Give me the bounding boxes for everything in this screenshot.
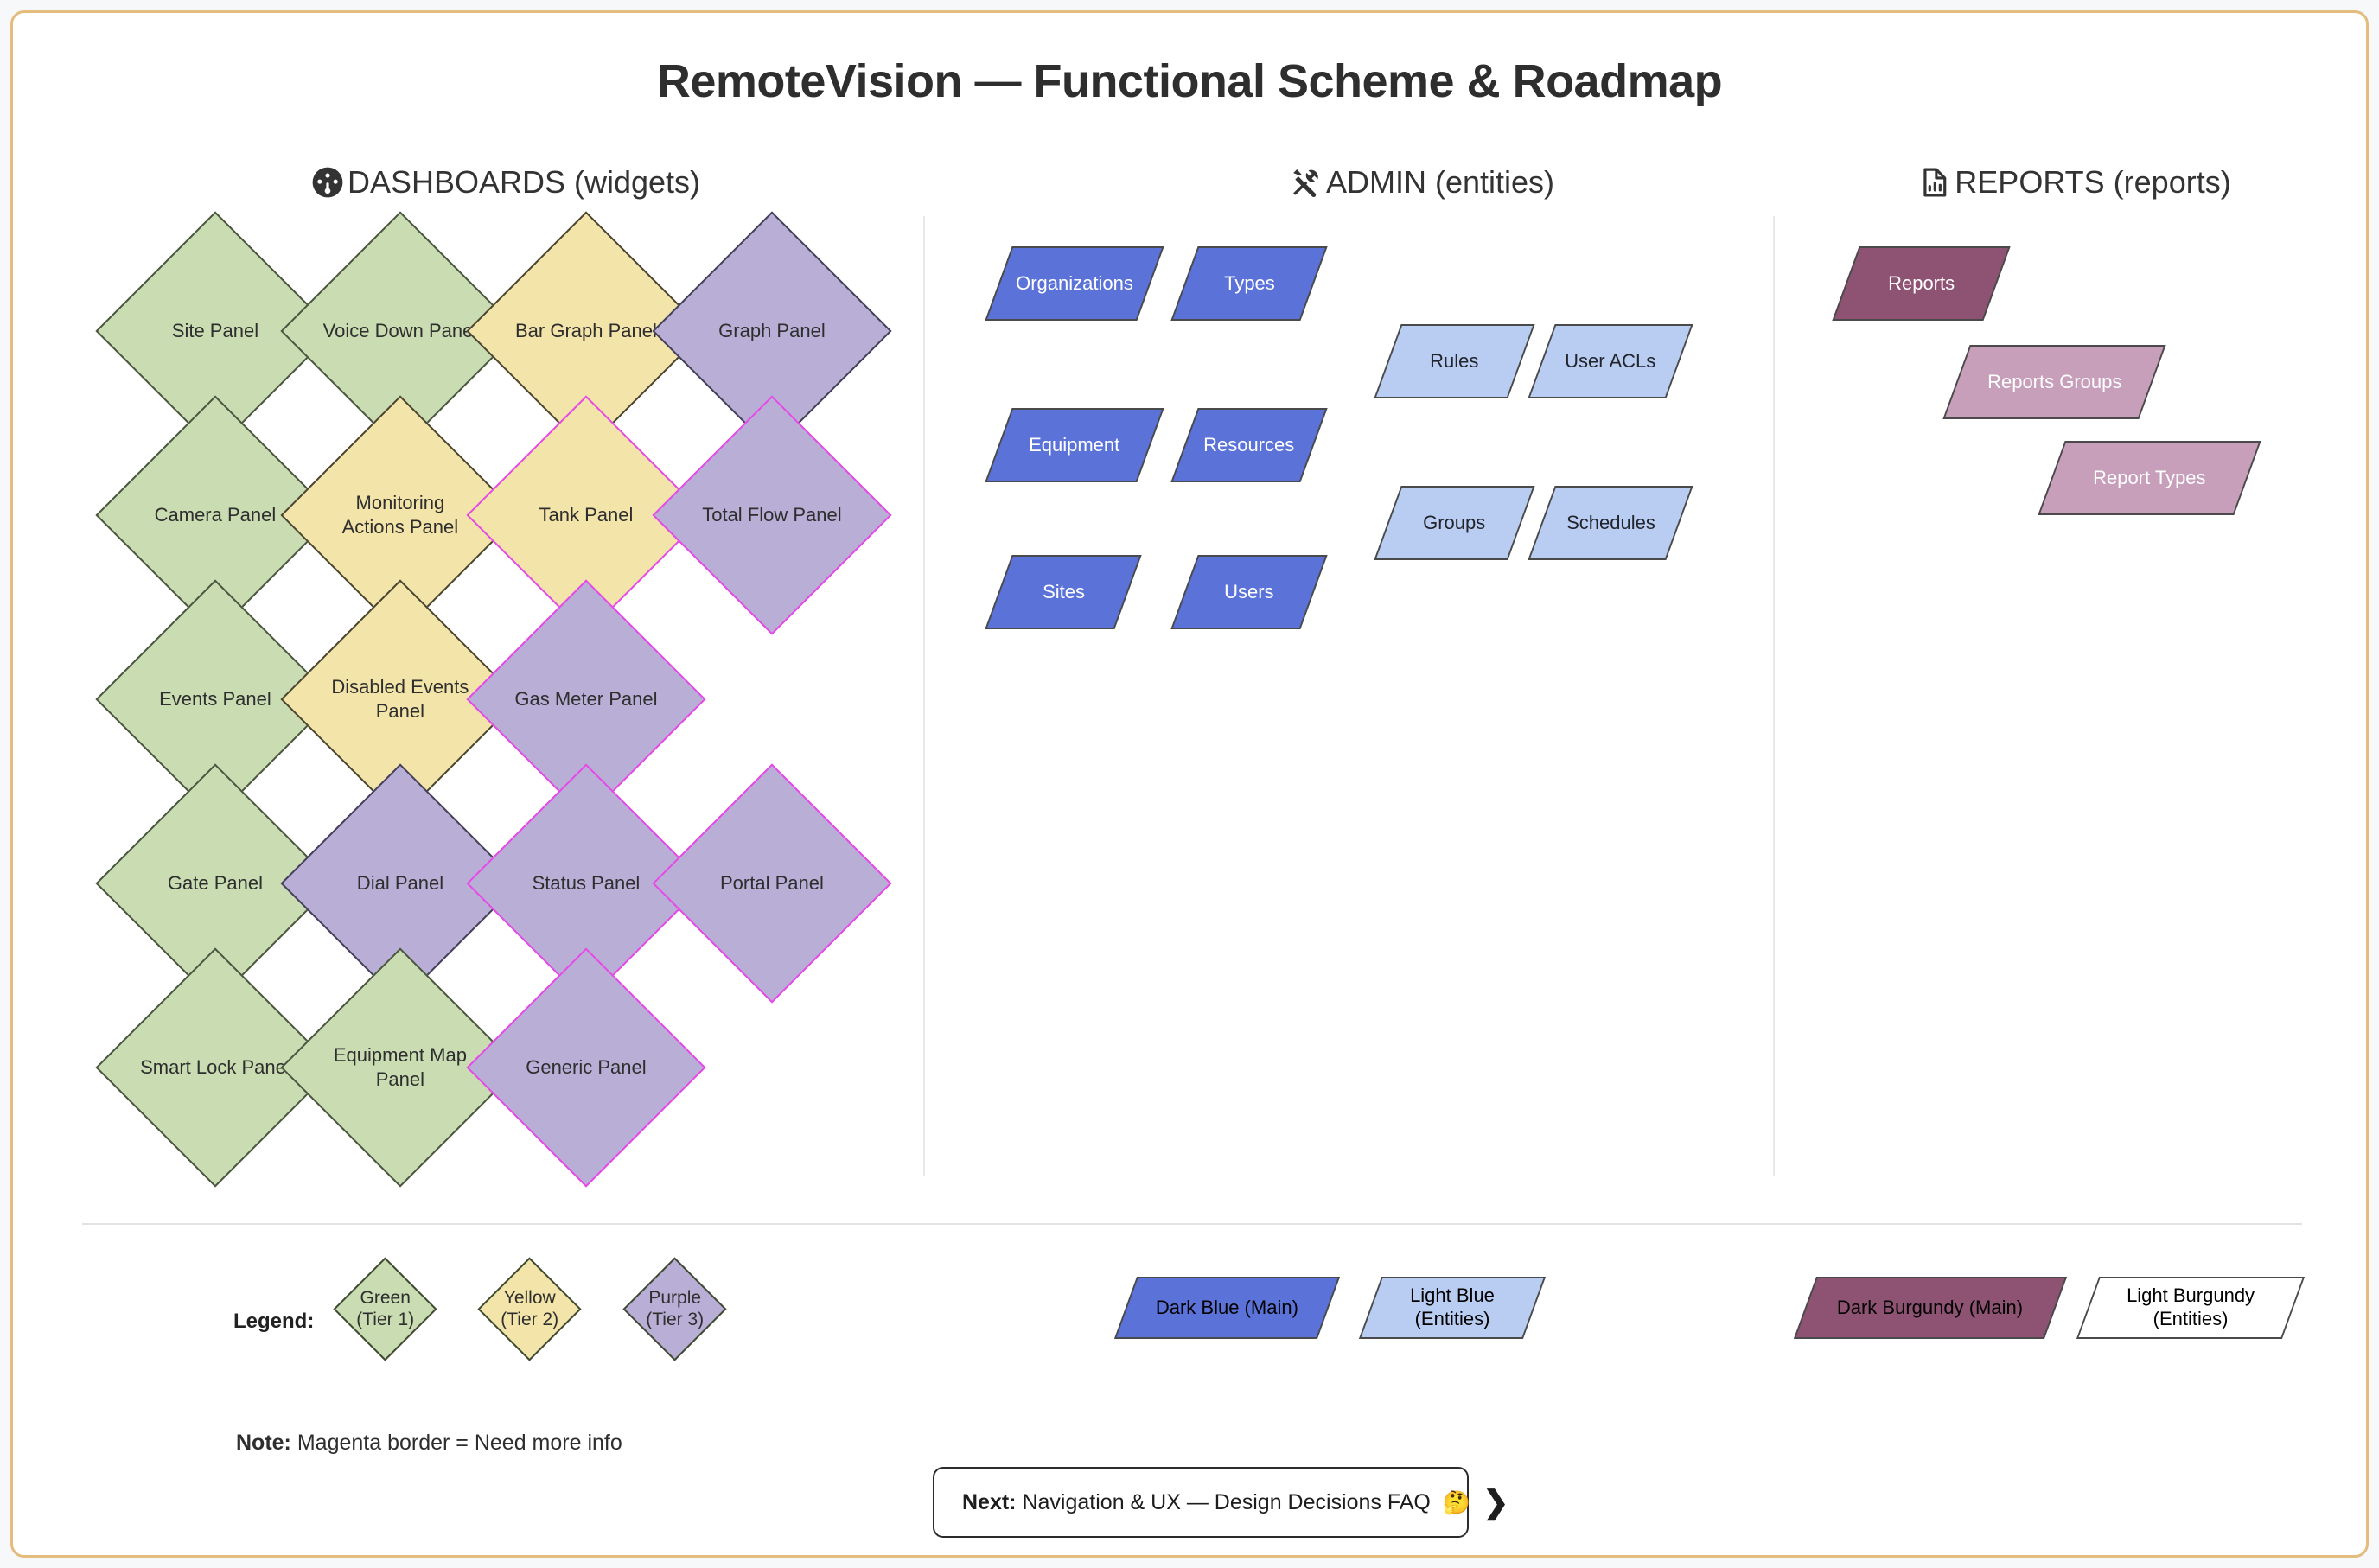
- panel-diamond-label: Events Panel: [159, 687, 271, 710]
- entity-label: Rules: [1430, 350, 1479, 373]
- legend-diamond-label: Green (Tier 1): [356, 1288, 414, 1330]
- panel-diamond-label: Site Panel: [171, 319, 259, 341]
- legend-parallelogram-label: Light Blue (Entities): [1410, 1284, 1495, 1329]
- panel-diamond-label: Gas Meter Panel: [514, 687, 658, 710]
- legend-diamond: Purple (Tier 3): [622, 1257, 727, 1361]
- diagram-card: RemoteVision — Functional Scheme & Roadm…: [10, 10, 2369, 1558]
- entity-label: Sites: [1042, 581, 1085, 603]
- entity-parallelogram[interactable]: Schedules: [1528, 486, 1693, 560]
- legend-parallelogram-label: Light Burgundy (Entities): [2127, 1284, 2255, 1329]
- legend-parallelogram: Light Burgundy (Entities): [2076, 1277, 2306, 1339]
- page-title: RemoteVision — Functional Scheme & Roadm…: [656, 55, 1723, 107]
- entity-label: Schedules: [1566, 512, 1655, 534]
- next-body: Navigation & UX — Design Decisions FAQ: [1022, 1489, 1431, 1514]
- panel-diamond-label: Camera Panel: [154, 503, 277, 526]
- entity-parallelogram[interactable]: Reports Groups: [1942, 345, 2166, 419]
- entity-label: Organizations: [1016, 272, 1133, 295]
- next-button[interactable]: Next: Navigation & UX — Design Decisions…: [933, 1467, 1508, 1538]
- panel-diamond-label: Voice Down Panel: [322, 319, 478, 341]
- report-document-icon: [1918, 166, 1951, 199]
- column-divider-2: [1773, 216, 1775, 1176]
- entity-label: Resources: [1203, 434, 1295, 456]
- column-header-admin: ADMIN (entities): [1137, 164, 1707, 201]
- panel-diamond-label: Graph Panel: [718, 319, 826, 341]
- legend-parallelogram-label: Dark Burgundy (Main): [1837, 1296, 2024, 1318]
- legend-diamond-label: Yellow (Tier 2): [501, 1288, 558, 1330]
- entity-parallelogram[interactable]: Groups: [1374, 486, 1535, 560]
- panel-diamond-label: Tank Panel: [539, 503, 634, 526]
- diamond-row: Smart Lock Panel Equipment Map Panel Gener…: [95, 947, 869, 1188]
- footer-divider: [82, 1223, 2302, 1225]
- legend-parallelogram-label: Dark Blue (Main): [1155, 1296, 1299, 1318]
- entity-parallelogram[interactable]: Reports: [1832, 246, 2011, 321]
- panel-diamond[interactable]: Portal Panel: [652, 763, 892, 1004]
- columns-region: DASHBOARDS (widgets) ADMIN (entities): [13, 164, 2366, 1193]
- note-prefix: Note:: [236, 1431, 291, 1455]
- next-button-text: Next: Navigation & UX — Design Decisions…: [962, 1490, 1431, 1515]
- column-title-reports: REPORTS (reports): [1955, 164, 2231, 200]
- panel-diamond-label: Gate Panel: [167, 871, 264, 894]
- legend-diamond-label: Purple (Tier 3): [646, 1288, 704, 1330]
- entity-parallelogram[interactable]: User ACLs: [1528, 324, 1693, 398]
- entity-label: Users: [1224, 581, 1274, 603]
- panel-diamond-label: Dial Panel: [356, 871, 444, 894]
- column-header-reports: REPORTS (reports): [1807, 164, 2343, 201]
- panel-diamond[interactable]: Total Flow Panel: [652, 395, 892, 635]
- panel-diamond-label: Disabled Events Panel: [331, 675, 469, 722]
- panel-diamond[interactable]: Generic Panel: [466, 947, 706, 1188]
- entity-parallelogram[interactable]: Equipment: [985, 408, 1164, 482]
- column-divider-1: [923, 216, 925, 1176]
- panel-diamond-label: Status Panel: [532, 871, 641, 894]
- entity-label: Report Types: [2093, 467, 2206, 489]
- legend-parallelogram: Dark Burgundy (Main): [1793, 1277, 2068, 1339]
- panel-diamond-label: Smart Lock Panel: [140, 1055, 290, 1078]
- legend-parallelogram: Light Blue (Entities): [1358, 1277, 1547, 1339]
- entity-parallelogram[interactable]: Organizations: [985, 246, 1164, 321]
- entity-parallelogram[interactable]: Types: [1170, 246, 1328, 321]
- gauge-icon: [311, 166, 344, 199]
- thinking-face-emoji: 🤔: [1442, 1488, 1471, 1515]
- column-title-admin: ADMIN (entities): [1325, 164, 1555, 200]
- panel-diamond-label: Monitoring Actions Panel: [341, 491, 459, 538]
- entity-label: Types: [1223, 272, 1275, 295]
- legend-diamond: Green (Tier 1): [333, 1257, 437, 1361]
- next-prefix: Next:: [962, 1489, 1017, 1514]
- column-title-dashboards: DASHBOARDS (widgets): [347, 164, 701, 200]
- entity-parallelogram[interactable]: Users: [1170, 555, 1328, 629]
- tools-icon: [1290, 166, 1323, 199]
- entity-label: Groups: [1423, 512, 1486, 534]
- legend-diamond: Yellow (Tier 2): [477, 1257, 582, 1361]
- entity-label: Reports Groups: [1987, 371, 2122, 393]
- panel-diamond-label: Equipment Map Panel: [333, 1043, 468, 1090]
- chevron-right-icon: ❯: [1483, 1484, 1509, 1520]
- panel-diamond-label: Bar Graph Panel: [515, 319, 657, 341]
- legend-label: Legend:: [233, 1310, 315, 1333]
- legend: Legend: Green (Tier 1) Yellow (Tier 2) Pur…: [13, 1257, 2366, 1387]
- entity-parallelogram[interactable]: Sites: [985, 555, 1142, 629]
- note-body: Magenta border = Need more info: [297, 1431, 622, 1455]
- entity-label: Reports: [1887, 272, 1955, 295]
- entity-label: Equipment: [1029, 434, 1120, 456]
- note-text: Note: Magenta border = Need more info: [236, 1431, 622, 1456]
- panel-diamond-label: Total Flow Panel: [702, 503, 842, 526]
- column-header-dashboards: DASHBOARDS (widgets): [220, 164, 791, 201]
- entity-parallelogram[interactable]: Resources: [1170, 408, 1328, 482]
- entity-parallelogram[interactable]: Report Types: [2038, 441, 2261, 515]
- entity-label: User ACLs: [1565, 350, 1656, 373]
- legend-parallelogram: Dark Blue (Main): [1113, 1277, 1341, 1339]
- dashboards-diamond-grid: Site Panel Voice Down Panel Bar Graph Pane…: [95, 211, 892, 1188]
- panel-diamond-label: Generic Panel: [526, 1055, 647, 1078]
- entity-parallelogram[interactable]: Rules: [1374, 324, 1535, 398]
- panel-diamond-label: Portal Panel: [720, 871, 824, 894]
